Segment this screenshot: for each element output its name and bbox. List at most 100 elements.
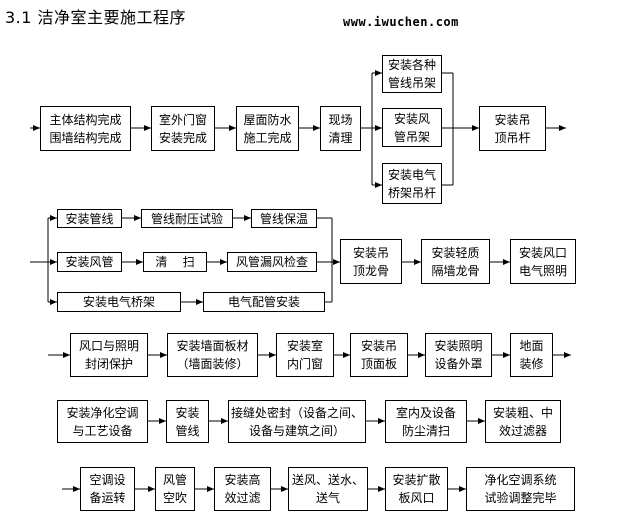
step-line: 封闭保护 — [84, 357, 133, 371]
step-line: 管线吊架 — [387, 76, 436, 90]
step-line: 风口与照明 — [78, 339, 139, 353]
step-duct-blow: 风管空吹 — [155, 467, 195, 511]
step-line: 安装电气 — [387, 167, 436, 182]
page-title: 3.1 洁净室主要施工程序 — [5, 8, 187, 27]
step-line: 防尘清扫 — [401, 423, 450, 438]
step-line: 安装墙面板材 — [176, 339, 249, 353]
step-line: 地面 — [519, 339, 544, 353]
watermark: www.iwuchen.com — [343, 15, 459, 29]
step-line: 安装照明 — [434, 339, 483, 353]
step-line: 空调设 — [89, 473, 126, 487]
step-line: 屋面防水 — [243, 112, 292, 127]
step-line: 室外门窗 — [158, 112, 207, 127]
step-line: 安装净化空调 — [66, 405, 139, 420]
step-line: 风管 — [162, 473, 187, 487]
step-hvac-install: 安装净化空调与工艺设备 — [57, 400, 148, 443]
step-line: 现场 — [328, 112, 353, 127]
step-line: 净化空调系统 — [484, 473, 557, 487]
step-line: 内门窗 — [286, 357, 323, 371]
step-partition-keel: 安装轻质隔墙龙骨 — [421, 239, 490, 284]
step-line: 试验调整完毕 — [484, 491, 557, 505]
step-line: 电气照明 — [518, 263, 567, 278]
step-wall-panels: 安装墙面板材 （墙面装修） — [167, 333, 258, 377]
step-line: 送风、送水、 — [291, 473, 364, 487]
step-indoor-doors: 安装室内门窗 — [276, 333, 334, 377]
step-line: 安装吊 — [360, 339, 397, 353]
step-joint-seal: 接缝处密封（设备之间、设备与建筑之间） — [228, 400, 366, 443]
step-line: 管线耐压试验 — [150, 211, 223, 226]
step-line: 顶吊杆 — [494, 130, 531, 145]
step-ceiling-rods: 安装吊顶吊杆 — [479, 106, 546, 151]
step-clean: 清 扫 — [143, 252, 207, 272]
step-line: 效过滤器 — [498, 423, 547, 438]
step-hepa: 安装高效过滤 — [214, 467, 271, 511]
step-lighting-covers: 安装照明设备外罩 — [425, 333, 492, 377]
step-line: 安装吊 — [494, 112, 531, 127]
step-line: 装修 — [519, 357, 544, 371]
step-main-structure: 主体结构完成围墙结构完成 — [40, 106, 131, 151]
step-line: 安装轻质 — [431, 245, 480, 260]
step-line: 安装风 — [393, 111, 430, 126]
step-supply: 送风、送水、送气 — [288, 467, 368, 511]
step-duct-lines: 安装管线 — [166, 400, 209, 443]
step-seal-protect: 风口与照明封闭保护 — [70, 333, 148, 377]
step-tray-install: 安装电气桥架 — [57, 292, 181, 312]
step-line: 安装风口 — [518, 245, 567, 260]
step-line: 安装吊 — [352, 245, 389, 260]
step-dust-clean: 室内及设备防尘清扫 — [385, 400, 467, 443]
step-diffuser: 安装扩散板风口 — [385, 467, 448, 511]
step-exterior-doors: 室外门窗安装完成 — [151, 106, 215, 151]
step-line: 设备外罩 — [434, 357, 483, 371]
step-line: 风管漏风检查 — [235, 255, 308, 269]
step-tray-hangers: 安装电气桥架吊杆 — [382, 163, 442, 204]
step-commissioning: 净化空调系统试验调整完毕 — [466, 467, 575, 511]
step-line: 安装管线 — [65, 211, 114, 226]
step-line: 电气配管安装 — [227, 295, 300, 309]
step-outlets-lighting: 安装风口电气照明 — [510, 239, 576, 284]
step-line: 安装风管 — [65, 255, 114, 269]
step-line: 安装粗、中 — [492, 405, 553, 420]
step-line: 桥架吊杆 — [387, 185, 436, 200]
step-ceiling-keel: 安装吊顶龙骨 — [340, 239, 402, 284]
step-line: 备运转 — [89, 491, 126, 505]
step-ceiling-panels: 安装吊顶面板 — [350, 333, 408, 377]
step-line: 安装扩散 — [392, 473, 441, 487]
step-pressure-test: 管线耐压试验 — [141, 209, 233, 228]
step-line: （墙面装修） — [176, 357, 249, 371]
step-line: 清 扫 — [155, 255, 195, 269]
step-site-cleanup: 现场清理 — [320, 106, 361, 151]
step-line: 安装高 — [224, 473, 261, 487]
step-line: 安装室 — [286, 339, 323, 353]
step-line: 安装 — [175, 405, 200, 420]
step-filters: 安装粗、中效过滤器 — [485, 400, 561, 443]
step-line: 板风口 — [398, 491, 435, 505]
step-duct-install: 安装风管 — [57, 252, 122, 272]
step-line: 接缝处密封（设备之间、 — [231, 405, 364, 420]
step-pipe-hangers: 安装各种管线吊架 — [382, 55, 442, 93]
step-line: 安装电气桥架 — [82, 295, 155, 309]
step-line: 管吊架 — [393, 129, 430, 144]
step-duct-hangers: 安装风管吊架 — [382, 108, 442, 147]
step-line: 安装各种 — [387, 58, 436, 72]
step-line: 隔墙龙骨 — [431, 263, 480, 278]
step-line: 安装完成 — [158, 130, 207, 145]
step-wiring: 电气配管安装 — [203, 292, 325, 312]
step-line: 清理 — [328, 130, 353, 145]
step-floor: 地面装修 — [510, 333, 553, 377]
step-line: 空吹 — [162, 491, 187, 505]
step-line: 顶龙骨 — [352, 263, 389, 278]
step-leak-check: 风管漏风检查 — [227, 252, 317, 272]
step-line: 效过滤 — [224, 491, 261, 505]
step-ac-run: 空调设备运转 — [80, 467, 135, 511]
step-line: 与工艺设备 — [72, 423, 133, 438]
step-pipe-install: 安装管线 — [57, 209, 122, 228]
step-line: 管线保温 — [259, 211, 308, 226]
step-line: 室内及设备 — [395, 405, 456, 420]
step-line: 施工完成 — [243, 130, 292, 145]
step-line: 顶面板 — [360, 357, 397, 371]
step-line: 主体结构完成 — [49, 112, 122, 127]
step-line: 管线 — [175, 423, 200, 438]
step-line: 送气 — [315, 491, 340, 505]
step-roof-waterproof: 屋面防水施工完成 — [236, 106, 299, 151]
